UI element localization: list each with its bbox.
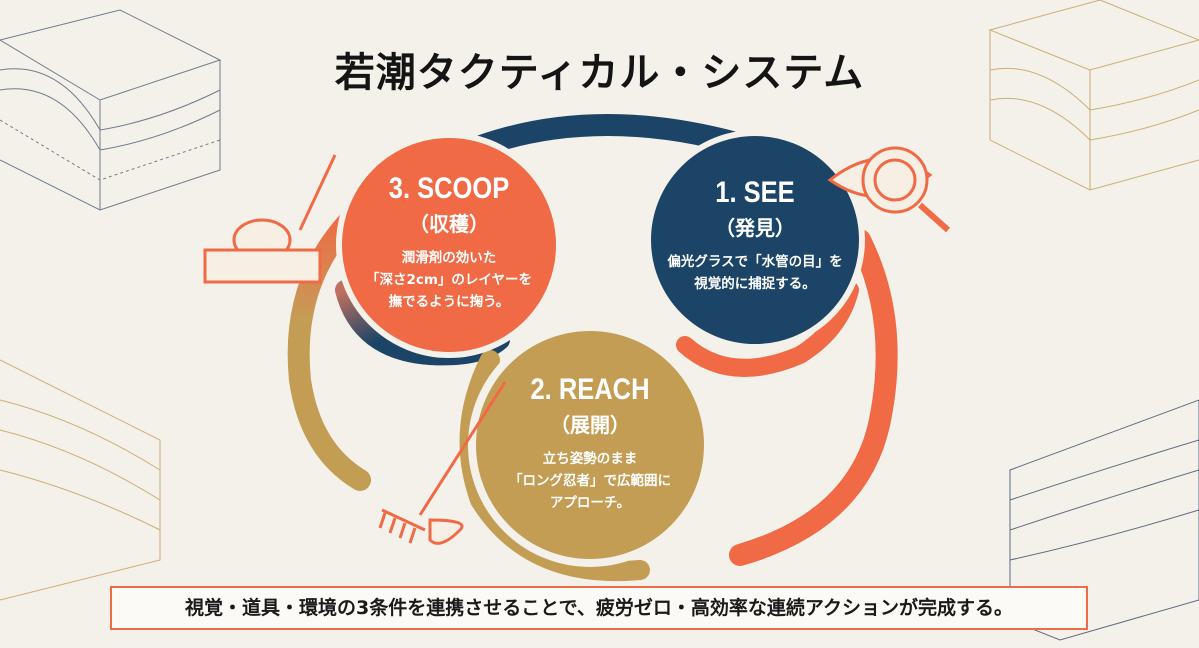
step-scoop: 3. SCOOP （収穫） 潤滑剤の効いた 「深さ2cm」のレイヤーを 撫でるよ… bbox=[344, 172, 554, 313]
step-subheading: （展開） bbox=[550, 413, 630, 437]
loop-gold-left bbox=[287, 204, 371, 491]
strata-decoration-top-right bbox=[988, 0, 1199, 191]
step-subheading: （発見） bbox=[715, 216, 795, 240]
summary-banner: 視覚・道具・環境の3条件を連携させることで、疲労ゼロ・高効率な連続アクションが完… bbox=[110, 586, 1088, 630]
step-heading: 3. SCOOP bbox=[388, 172, 510, 205]
step-description-line: 立ち姿勢のまま bbox=[542, 451, 638, 467]
loop-right-inner bbox=[676, 281, 859, 377]
strata-decoration-top-left bbox=[0, 9, 222, 211]
eye-magnifier-icon bbox=[827, 146, 950, 233]
loop-gold-bottom bbox=[459, 350, 650, 582]
see-circle bbox=[645, 130, 865, 350]
rake-icon bbox=[378, 381, 507, 545]
step-see: 1. SEE （発見） 偏光グラスで「水管の目」を 視覚的に捕捉する。 bbox=[650, 176, 860, 295]
loop-orange-right bbox=[729, 229, 898, 566]
strata-decoration-bottom-left bbox=[0, 359, 161, 601]
step-description-line: 潤滑剤の効いた bbox=[401, 250, 497, 266]
step-description-line: 「深さ2cm」のレイヤーを bbox=[365, 272, 533, 288]
step-subheading: （収穫） bbox=[409, 212, 489, 236]
scoop-circle bbox=[336, 132, 562, 358]
step-reach: 2. REACH （展開） 立ち姿勢のまま 「ロング忍者」で広範囲に アプローチ… bbox=[480, 373, 700, 514]
step-description-line: 「ロング忍者」で広範囲に bbox=[509, 473, 671, 489]
reach-circle bbox=[468, 323, 712, 567]
step-heading: 2. REACH bbox=[530, 373, 650, 406]
step-description-line: 撫でるように掬う。 bbox=[388, 294, 510, 310]
step-description-line: 視覚的に捕捉する。 bbox=[694, 276, 816, 292]
step-description-line: アプローチ。 bbox=[549, 495, 631, 511]
step-heading: 1. SEE bbox=[715, 176, 795, 209]
page-title: 若潮タクティカル・システム bbox=[334, 50, 865, 96]
step-description-line: 偏光グラスで「水管の目」を bbox=[667, 254, 843, 270]
clam-scoop-icon bbox=[203, 154, 337, 284]
